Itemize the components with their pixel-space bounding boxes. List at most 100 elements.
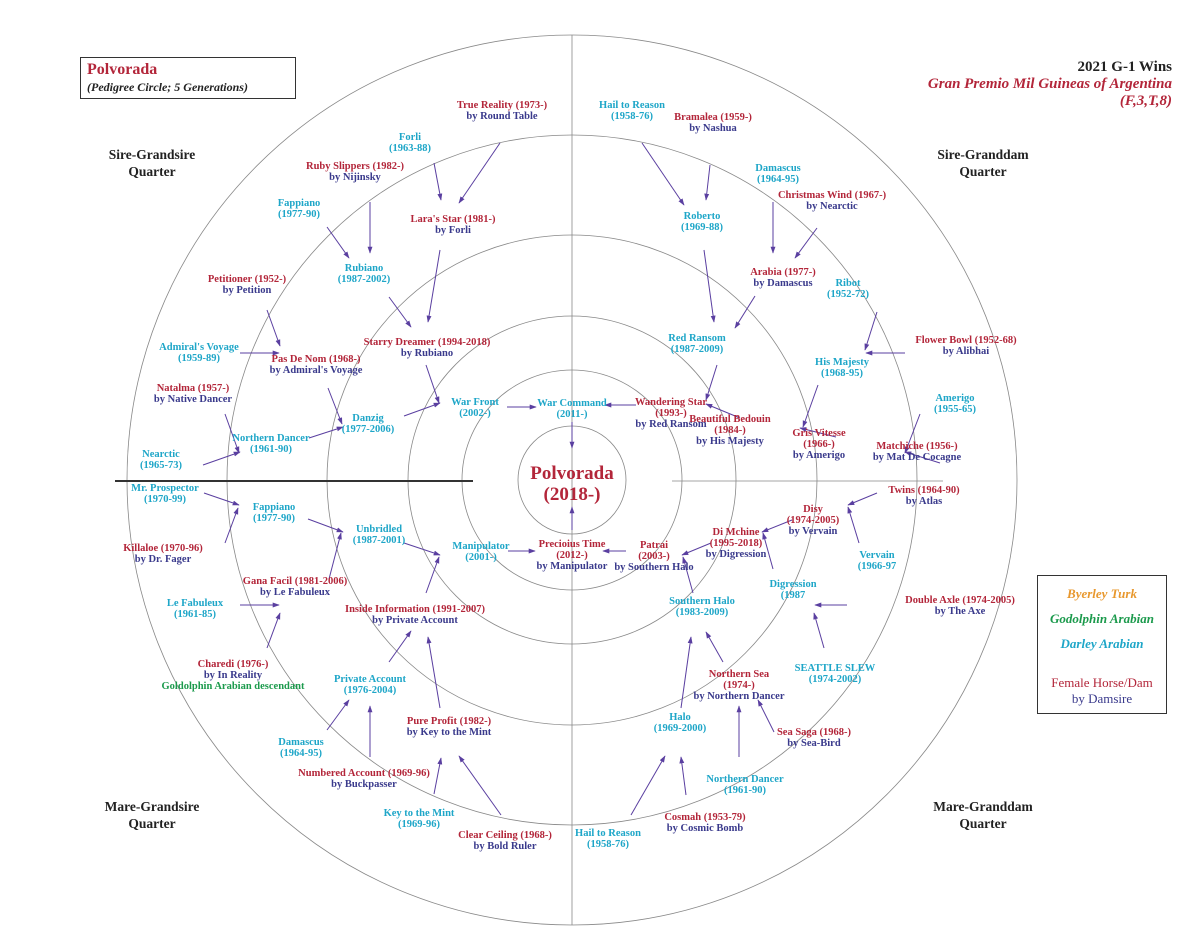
lineage-arrow	[458, 755, 502, 816]
lineage-arrow	[757, 699, 775, 733]
dam-node: Ruby Slippers (1982-)by Nijinsky	[306, 161, 404, 183]
sire-node: SEATTLE SLEW(1974-2002)	[795, 663, 876, 685]
legend-darley-arabian: Darley Arabian	[1060, 636, 1144, 651]
dam-node: Beautiful Bedouin(1984-)by His Majesty	[689, 414, 770, 447]
legend-damsire: by Damsire	[1071, 691, 1133, 706]
horse-name: Double Axle (1974-2005)	[905, 595, 1015, 606]
horse-years: (1966-97	[857, 561, 897, 572]
damsire-label: by Forli	[435, 225, 471, 236]
horse-name: Damascus	[755, 163, 801, 174]
horse-years: (1984-)	[714, 425, 746, 436]
horse-name: Hail to Reason	[599, 100, 665, 111]
lineage-arrow	[761, 519, 793, 533]
quarter-label: Quarter	[128, 816, 176, 831]
horse-name: Pas De Nom (1968-)	[271, 354, 361, 365]
damsire-label: by Private Account	[372, 615, 458, 626]
horse-years: (1977-90)	[277, 209, 320, 220]
horse-name: Cosmah (1953-79)	[664, 812, 746, 823]
dam-node: Double Axle (1974-2005)by The Axe	[905, 595, 1015, 617]
horse-name: Charedi (1976-)	[197, 659, 269, 670]
horse-years: (1966-)	[803, 439, 835, 450]
horse-name: Patrai	[639, 540, 668, 551]
horse-years: (1987-2009)	[670, 344, 724, 355]
horse-name: Beautiful Bedouin	[689, 414, 771, 425]
horse-years: (2011-)	[556, 409, 588, 420]
damsire-label: by Bold Ruler	[473, 841, 537, 852]
lineage-note: Goldolphin Arabian descendant	[161, 681, 305, 692]
horse-years: (1961-85)	[174, 609, 216, 620]
lineage-arrow	[224, 507, 239, 544]
lineage-arrow	[641, 142, 685, 206]
lineage-arrow	[266, 309, 281, 347]
horse-name: Unbridled	[355, 524, 403, 535]
race-wins-heading: 2021 G-1 Wins	[1077, 59, 1172, 75]
damsire-label: by Northern Dancer	[693, 691, 785, 702]
sire-node: Danzig(1977-2006)	[342, 413, 395, 435]
dam-node: Bramalea (1959-)by Nashua	[674, 112, 752, 134]
sire-node: War Command(2011-)	[537, 398, 607, 420]
horse-years: (1959-89)	[177, 353, 220, 364]
dam-node: Disy(1974-2005)by Vervain	[787, 504, 840, 537]
horse-years: (1955-65)	[934, 404, 976, 415]
horse-name: Forli	[398, 132, 422, 143]
horse-name: Vervain	[859, 550, 895, 561]
dam-node: Wandering Star(1993-)by Red Ransom	[635, 397, 707, 430]
horse-name: Christmas Wind (1967-)	[777, 190, 887, 201]
sire-node: Northern Dancer(1961-90)	[232, 433, 309, 455]
damsire-label: by Buckpasser	[331, 779, 397, 790]
sire-node: Admiral's Voyage(1959-89)	[159, 342, 239, 364]
damsire-label: by Cosmic Bomb	[666, 823, 744, 834]
subject-horse: Polvorada (2018-)	[530, 463, 613, 505]
horse-name: Starry Dreamer (1994-2018)	[363, 337, 491, 348]
horse-years: (2003-)	[638, 551, 670, 562]
dam-node: Pas De Nom (1968-)by Admiral's Voyage	[270, 354, 363, 376]
sire-node: Vervain(1966-97	[858, 550, 897, 572]
damsire-label: by Key to the Mint	[406, 727, 492, 738]
horse-years: (1961-90)	[250, 444, 292, 455]
horse-name: Hail to Reason	[575, 828, 641, 839]
lineage-arrow	[705, 631, 724, 663]
horse-name: Lara's Star (1981-)	[410, 214, 496, 225]
lineage-arrow	[799, 427, 837, 438]
dam-node: Pure Profit (1982-)by Key to the Mint	[407, 716, 492, 738]
sire-node: Rubiano(1987-2002)	[338, 263, 391, 285]
damsire-label: by Alibhai	[942, 346, 990, 357]
horse-name: Manipulator	[452, 541, 510, 552]
horse-name: True Reality (1973-)	[456, 100, 548, 111]
quarter-label: Quarter	[959, 816, 1007, 831]
horse-name: Private Account	[333, 674, 407, 685]
lineage-arrow	[326, 699, 350, 731]
horse-years: (1974-2005)	[786, 515, 840, 526]
lineage-arrow	[904, 451, 941, 464]
horse-years: (1974-)	[723, 680, 755, 691]
lineage-arrow	[802, 384, 819, 428]
lineage-arrow	[308, 426, 344, 439]
horse-years: (1995-2018)	[709, 538, 763, 549]
lineage-arrow	[762, 532, 774, 570]
dam-node: Clear Ceiling (1968-)by Bold Ruler	[458, 830, 552, 852]
sire-node: Damascus(1964-95)	[278, 737, 324, 759]
damsire-label: by Native Dancer	[153, 394, 233, 405]
lineage-arrow	[679, 756, 687, 796]
dam-node: Gana Facil (1981-2006)by Le Fabuleux	[243, 576, 347, 598]
damsire-label: by Round Table	[466, 111, 538, 122]
damsire-label: by Red Ransom	[635, 419, 707, 430]
horse-years: (1974-2002)	[808, 674, 862, 685]
lineage-arrow	[458, 142, 501, 204]
horse-name: Di Mchine	[712, 527, 760, 538]
lineage-arrow	[202, 451, 241, 466]
dam-node: Lara's Star (1981-)by Forli	[411, 214, 496, 236]
dam-node: Numbered Account (1969-96)by Buckpasser	[298, 768, 430, 790]
horse-years: (2012-)	[556, 550, 588, 561]
horse-years: (1983-2009)	[675, 607, 729, 618]
sire-node: Damascus(1964-95)	[755, 163, 801, 185]
quarter-label: Sire-Grandsire	[108, 147, 196, 162]
horse-name: Northern Sea	[708, 669, 770, 680]
dam-node: Northern Sea(1974-)by Northern Dancer	[694, 669, 785, 702]
lineage-arrow	[224, 413, 240, 454]
damsire-label: by Dr. Fager	[134, 554, 192, 565]
